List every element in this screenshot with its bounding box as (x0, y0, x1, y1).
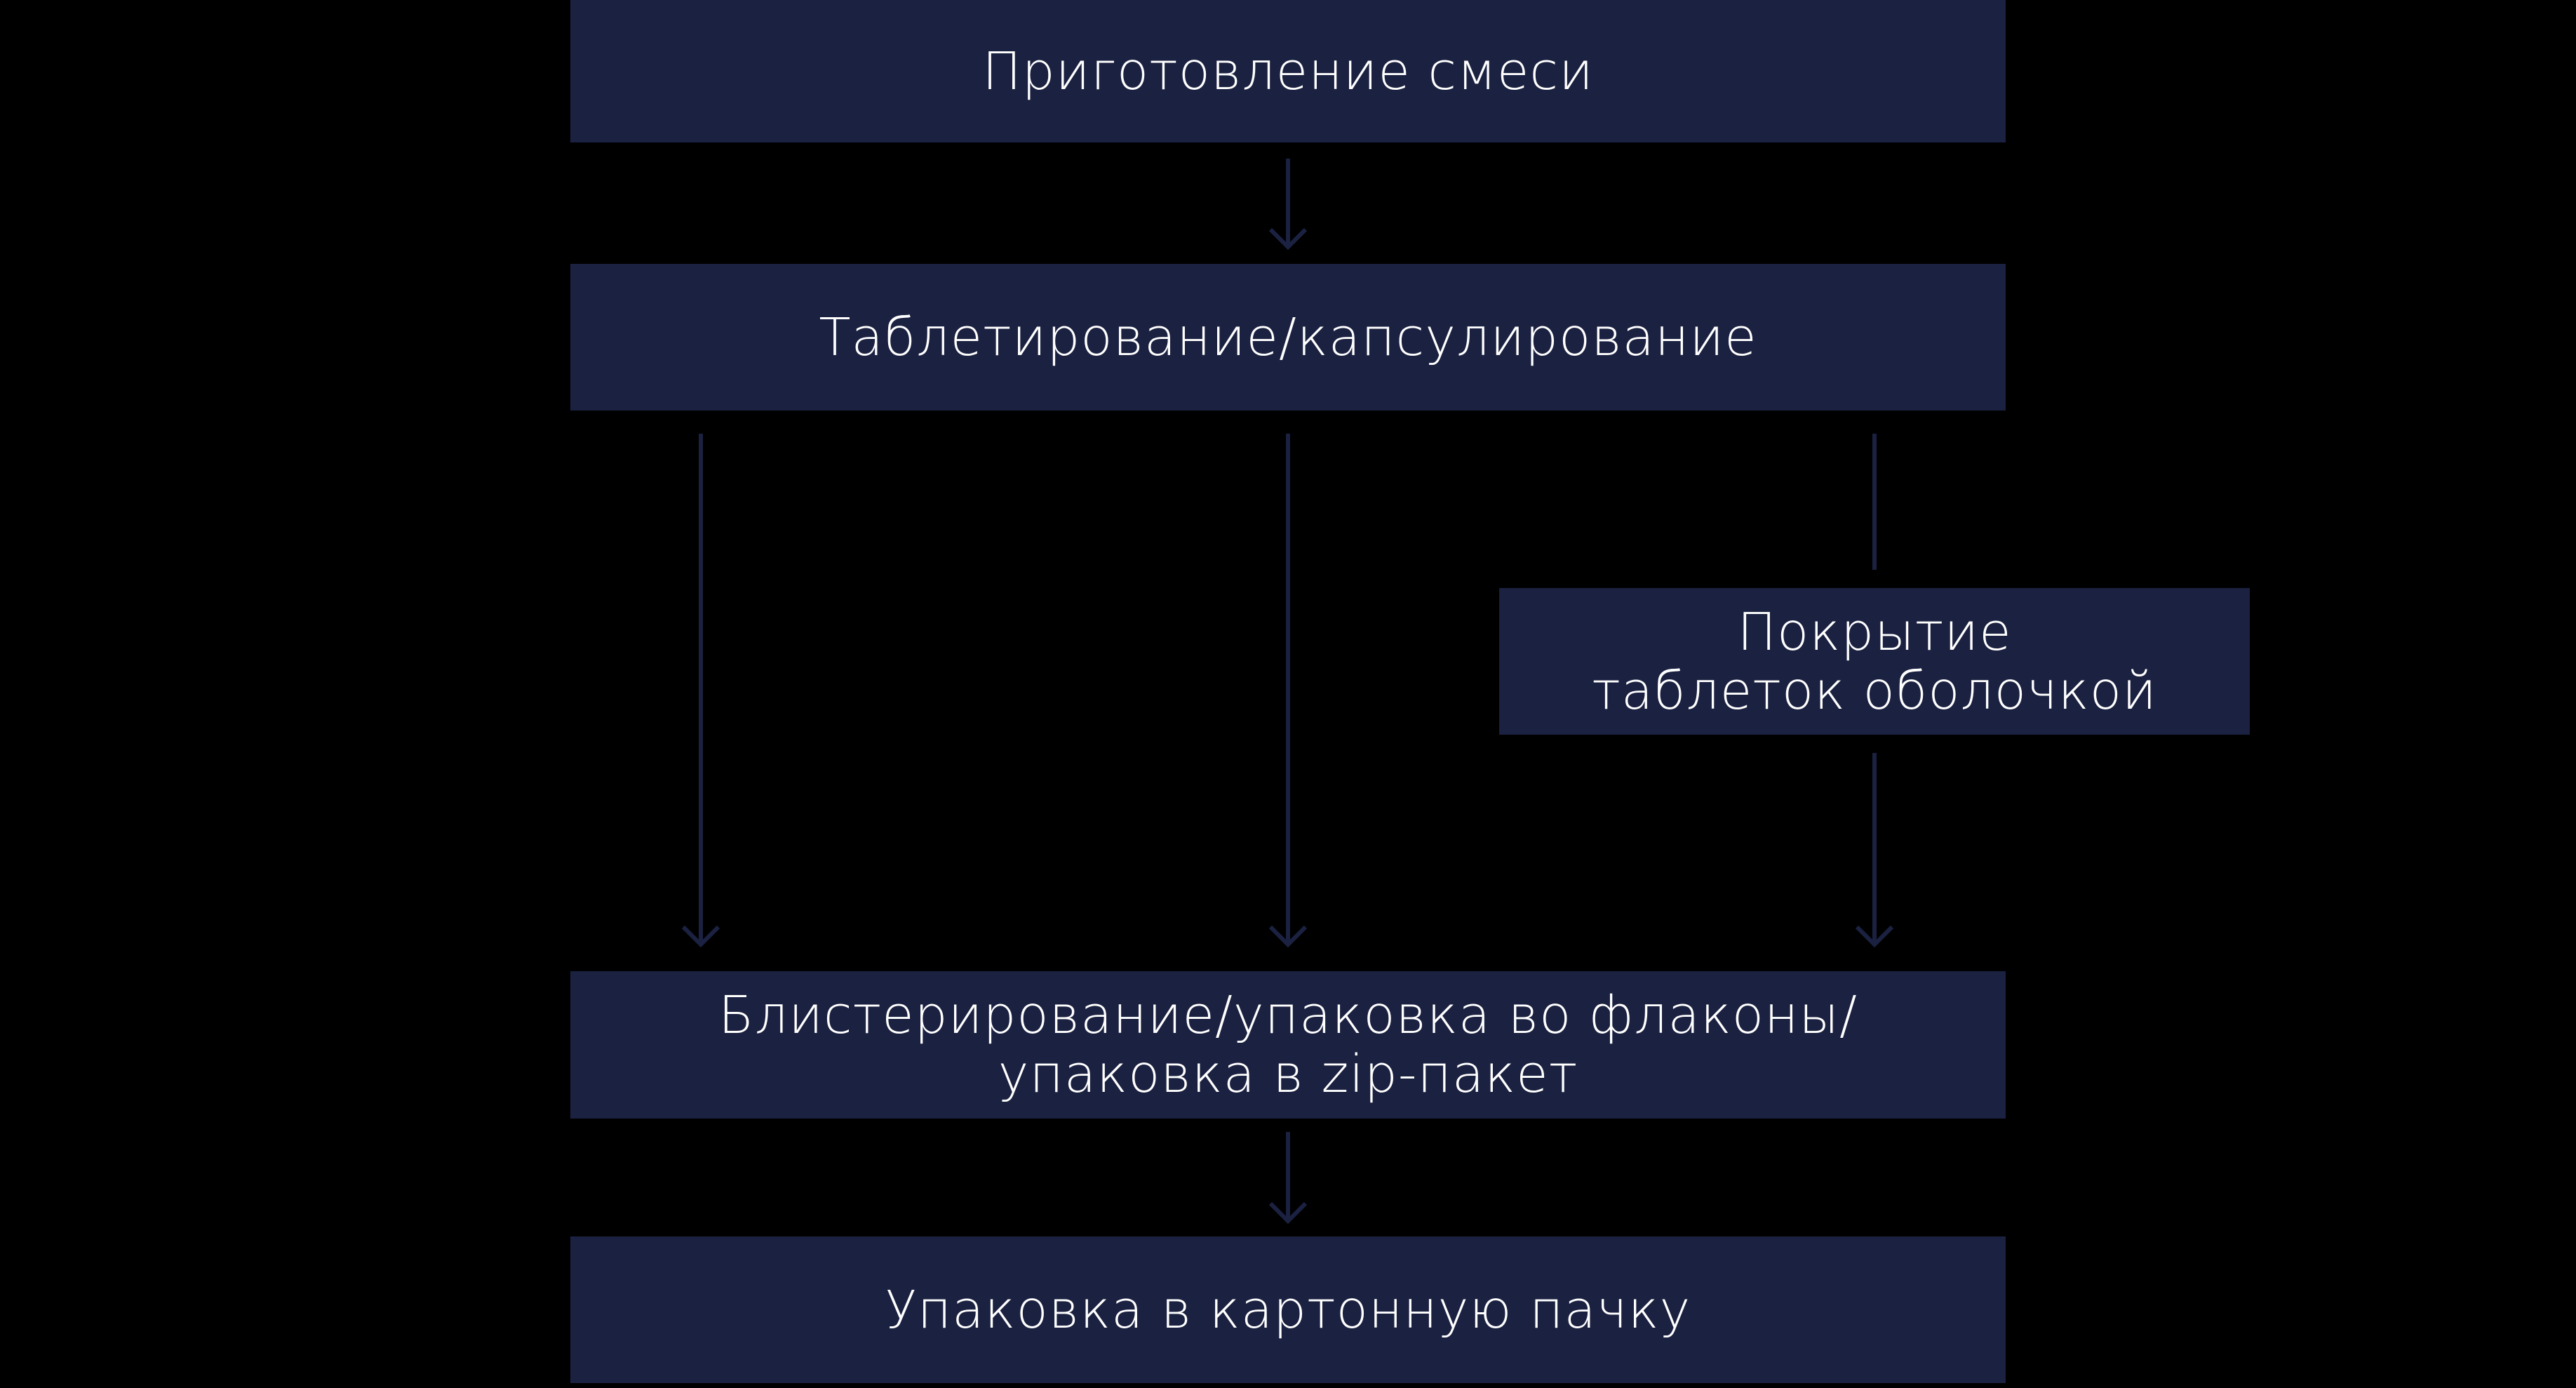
step-mix-preparation: Приготовление смеси (570, 0, 2006, 142)
step-label: Упаковка в картонную пачку (885, 1279, 1691, 1340)
step-blistering-packaging: Блистерирование/упаковка во флаконы/ упа… (570, 971, 2006, 1119)
arrow-blister-to-carton (1268, 1132, 1308, 1224)
step-label: Блистерирование/упаковка во флаконы/ упа… (718, 985, 1858, 1105)
step-tablet-coating: Покрытие таблеток оболочкой (1499, 588, 2250, 735)
step-label: Таблетирование/капсулирование (819, 307, 1757, 368)
arrow-tablet-to-blister-left (681, 434, 720, 948)
step-label: Приготовление смеси (982, 41, 1594, 102)
step-tableting-encapsulation: Таблетирование/капсулирование (570, 264, 2006, 411)
arrow-coating-to-blister (1855, 753, 1894, 948)
step-carton-packing: Упаковка в картонную пачку (570, 1236, 2006, 1383)
arrow-mix-to-tablet (1268, 159, 1308, 251)
arrow-tablet-to-blister-center (1268, 434, 1308, 948)
step-label: Покрытие таблеток оболочкой (1592, 601, 2157, 721)
